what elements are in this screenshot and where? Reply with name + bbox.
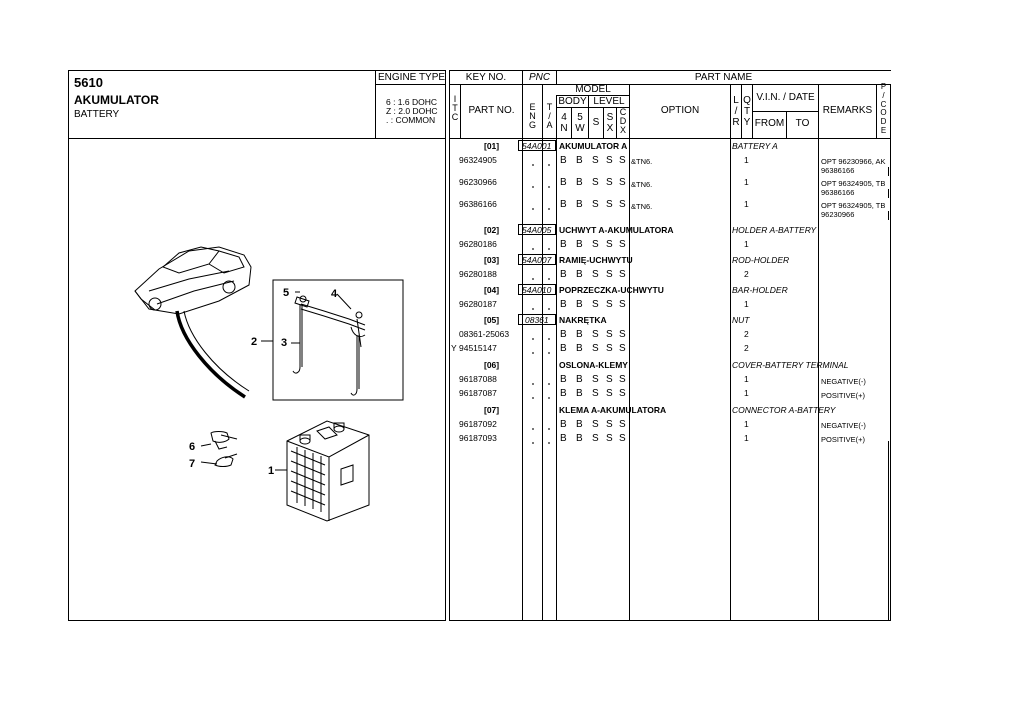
- engine-type-z: Z : 2.0 DOHC: [386, 106, 438, 116]
- group-name-pl: KLEMA A-AKUMULATORA: [559, 405, 667, 415]
- group-name-en: NUT: [732, 315, 750, 325]
- part-number: 96187092: [459, 419, 497, 429]
- parts-illustration: 1 2 3 4 5 6 7: [134, 246, 404, 522]
- section-title: AKUMULATOR: [74, 93, 159, 107]
- callout-5: 5: [283, 287, 289, 299]
- group-pnc: 08361: [525, 315, 549, 325]
- callout-7: 7: [189, 458, 195, 470]
- car-icon: [134, 246, 252, 315]
- ta-header: T/A: [546, 102, 553, 130]
- part-number: 96280186: [459, 239, 497, 249]
- group-name-pl: OSLONA-KLEMY: [559, 360, 628, 370]
- option-header: OPTION: [660, 105, 700, 116]
- group-name-en: HOLDER A-BATTERY: [732, 225, 817, 235]
- group-key: [01]: [484, 141, 500, 151]
- part-number: 96187093: [459, 433, 497, 443]
- callout-6: 6: [189, 441, 195, 453]
- itc-code: Y: [451, 343, 457, 353]
- from-header: FROM: [754, 118, 785, 129]
- group-name-pl: AKUMULATOR A: [559, 141, 628, 151]
- group-key: [04]: [484, 285, 500, 295]
- group-name-pl: NAKRĘTKA: [559, 315, 607, 325]
- group-pnc: 54A005: [522, 225, 552, 235]
- part-number: 96324905: [459, 155, 497, 165]
- battery-holder-icon: [292, 295, 366, 396]
- vin-date-header: V.I.N. / DATE: [756, 92, 815, 103]
- group-name-pl: UCHWYT A-AKUMULATORA: [559, 225, 674, 235]
- pnc-header: PNC: [528, 72, 551, 83]
- group-name-pl: POPRZECZKA-UCHWYTU: [559, 285, 664, 295]
- terminal-cover-icon: [200, 431, 238, 467]
- engine-type-common: . : COMMON: [386, 115, 436, 125]
- group-name-en: ROD-HOLDER: [732, 255, 790, 265]
- key-no-header: KEY NO.: [465, 72, 507, 83]
- callout-3: 3: [281, 337, 287, 349]
- part-number: 94515147: [459, 343, 497, 353]
- engine-type-label: ENGINE TYPE: [378, 72, 446, 83]
- group-key: [03]: [484, 255, 500, 265]
- group-name-en: BAR-HOLDER: [732, 285, 788, 295]
- part-number: 08361-25063: [459, 329, 510, 339]
- lr-header: L/R: [732, 95, 740, 128]
- group-key: [06]: [484, 360, 500, 370]
- remarks-header: REMARKS: [822, 105, 873, 116]
- group-name-pl: RAMIĘ-UCHWYTU: [559, 255, 633, 265]
- engine-type-6: 6 : 1.6 DOHC: [386, 97, 438, 107]
- section-code: 5610: [74, 75, 103, 90]
- group-pnc: 54A001: [522, 141, 552, 151]
- group-name-en: BATTERY A: [732, 141, 778, 151]
- group-key: [05]: [484, 315, 500, 325]
- callout-1: 1: [268, 465, 274, 477]
- part-number: 96386166: [459, 199, 497, 209]
- part-name-header: PART NAME: [694, 72, 753, 83]
- level-header: LEVEL: [593, 96, 625, 107]
- level-s-header: S: [592, 117, 600, 128]
- group-key: [07]: [484, 405, 500, 415]
- group-name-en: COVER-BATTERY TERMINAL: [732, 360, 849, 370]
- callout-2: 2: [251, 336, 257, 348]
- group-pnc: 54A007: [522, 255, 552, 265]
- part-number: 96280188: [459, 269, 497, 279]
- model-header: MODEL: [575, 84, 611, 95]
- to-header: TO: [795, 118, 810, 129]
- part-number: 96230966: [459, 177, 497, 187]
- part-number: 96280187: [459, 299, 497, 309]
- group-pnc: 54A010: [522, 285, 552, 295]
- battery-icon: [275, 420, 370, 522]
- group-key: [02]: [484, 225, 500, 235]
- body-header: BODY: [558, 96, 587, 107]
- section-subtitle: BATTERY: [74, 109, 120, 120]
- part-number: 96187088: [459, 374, 497, 384]
- part-no-header: PART NO.: [468, 105, 515, 116]
- callout-4: 4: [331, 288, 338, 300]
- part-number: 96187087: [459, 388, 497, 398]
- group-name-en: CONNECTOR A-BATTERY: [732, 405, 836, 415]
